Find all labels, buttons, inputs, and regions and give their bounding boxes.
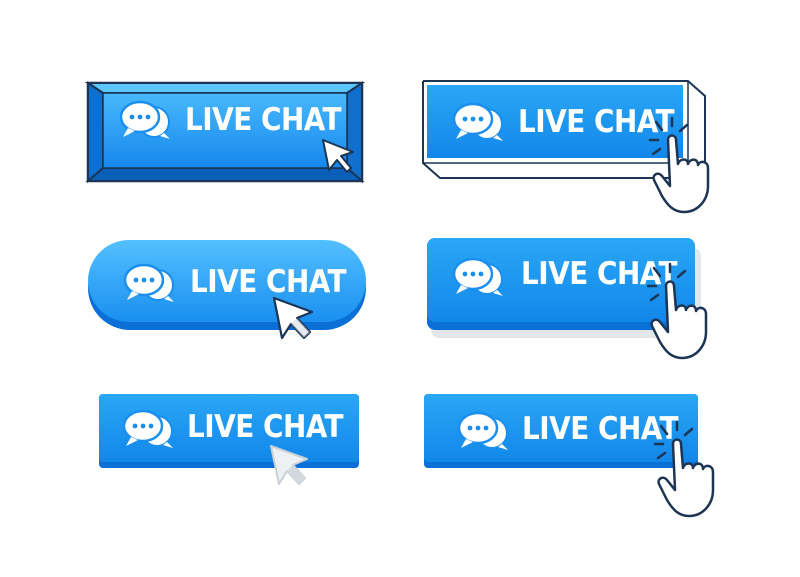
live-chat-button-1[interactable]: LIVE CHAT [84, 78, 366, 186]
arrow-cursor-icon [322, 139, 354, 173]
button-label: LIVE CHAT [187, 409, 344, 445]
chat-bubbles-icon [122, 409, 173, 448]
hand-pointer-icon [646, 262, 708, 360]
live-chat-button-4[interactable]: LIVE CHAT [425, 236, 735, 366]
arrow-cursor-icon [270, 445, 308, 485]
arrow-cursor-icon [272, 296, 314, 340]
chat-bubbles-icon [457, 411, 508, 450]
rounded-button-shape [427, 238, 701, 338]
chat-bubbles-icon [452, 257, 503, 296]
button-label: LIVE CHAT [190, 264, 347, 300]
live-chat-button-5[interactable]: LIVE CHAT [97, 392, 367, 492]
hand-pointer-icon [648, 116, 710, 214]
button-label: LIVE CHAT [521, 256, 678, 292]
chat-bubbles-icon [119, 100, 170, 139]
live-chat-button-3[interactable]: LIVE CHAT [86, 238, 368, 340]
button-label: LIVE CHAT [185, 102, 342, 138]
chat-bubbles-icon [123, 263, 174, 302]
hand-pointer-icon [653, 420, 715, 518]
live-chat-button-6[interactable]: LIVE CHAT [422, 392, 742, 522]
button-label: LIVE CHAT [522, 411, 679, 447]
live-chat-button-2[interactable]: LIVE CHAT [420, 78, 740, 218]
button-label: LIVE CHAT [518, 104, 675, 140]
chat-bubbles-icon [452, 102, 503, 141]
